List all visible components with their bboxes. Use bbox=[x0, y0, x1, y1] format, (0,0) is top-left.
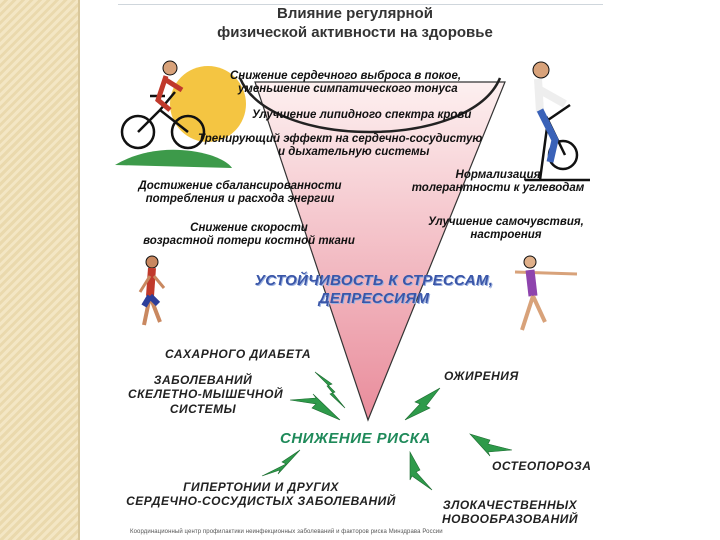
effect-line: настроения bbox=[470, 229, 542, 242]
arrow-neoplasms bbox=[409, 450, 433, 491]
top-divider bbox=[118, 4, 603, 5]
funnel-shape bbox=[254, 81, 506, 422]
arrow-musculoskeletal bbox=[289, 393, 341, 421]
stress-line: УСТОЙЧИВОСТЬ К СТРЕССАМ, bbox=[254, 272, 494, 289]
title-line-2: физической активности на здоровье bbox=[217, 23, 493, 41]
effect-line: уменьшение симпатического тонуса bbox=[238, 83, 458, 96]
risk-osteoporosis: ОСТЕОПОРОЗА bbox=[492, 459, 592, 473]
risk-hypertension: ГИПЕРТОНИИ И ДРУГИХ СЕРДЕЧНО-СОСУДИСТЫХ … bbox=[120, 480, 402, 509]
effect-training: Тренирующий эффект на сердечно-сосудисту… bbox=[198, 133, 482, 159]
decorative-side-strip bbox=[0, 0, 78, 540]
risk-line: ЗЛОКАЧЕСТВЕННЫХ bbox=[442, 498, 578, 512]
risk-line: СЕРДЕЧНО-СОСУДИСТЫХ ЗАБОЛЕВАНИЙ bbox=[126, 494, 396, 509]
arrow-obesity bbox=[404, 387, 441, 421]
effect-line: Снижение сердечного выброса в покое, bbox=[230, 70, 462, 82]
exercise-bike-illustration bbox=[525, 61, 590, 182]
risk-line: НОВООБРАЗОВАНИЙ bbox=[441, 512, 579, 527]
bowl-curve bbox=[238, 77, 502, 134]
risk-diabetes: САХАРНОГО ДИАБЕТА bbox=[165, 347, 312, 361]
effect-line: потребления и расхода энергии bbox=[145, 193, 335, 206]
risk-musculoskeletal: ЗАБОЛЕВАНИЙ СКЕЛЕТНО-МЫШЕЧНОЙ СИСТЕМЫ bbox=[128, 373, 284, 416]
risk-line: СКЕЛЕТНО-МЫШЕЧНОЙ bbox=[128, 387, 284, 402]
risk-obesity: ОЖИРЕНИЯ bbox=[444, 369, 519, 383]
effect-line: Достижение сбалансированности bbox=[138, 180, 342, 192]
side-strip-edge bbox=[78, 0, 80, 540]
source-footer: Координационный центр профилактики неинф… bbox=[130, 529, 443, 535]
effect-line: и дыхательную системы bbox=[278, 146, 430, 159]
effect-line: Снижение скорости bbox=[190, 222, 308, 234]
risk-line: СИСТЕМЫ bbox=[169, 401, 237, 416]
effect-wellbeing: Улучшение самочувствия, настроения bbox=[408, 216, 604, 242]
risk-line: ЗАБОЛЕВАНИЙ bbox=[153, 373, 253, 387]
effect-line: Нормализация bbox=[455, 169, 541, 181]
runner-illustration bbox=[138, 255, 166, 326]
effect-line: толерантности к углеводам bbox=[411, 182, 585, 195]
effect-cardiac-output: Снижение сердечного выброса в покое, уме… bbox=[230, 70, 461, 96]
arrow-diabetes bbox=[314, 371, 346, 409]
risk-line: ГИПЕРТОНИИ И ДРУГИХ bbox=[183, 480, 339, 494]
effect-energy-balance: Достижение сбалансированности потреблени… bbox=[112, 180, 368, 206]
diagram-title: Влияние регулярной физической активности… bbox=[160, 5, 550, 43]
risk-reduction-title: СНИЖЕНИЕ РИСКА bbox=[280, 430, 431, 447]
title-line-1: Влияние регулярной bbox=[277, 5, 433, 22]
cyclist-illustration bbox=[115, 60, 246, 168]
effect-line: Тренирующий эффект на сердечно-сосудисту… bbox=[198, 133, 483, 145]
risk-neoplasms: ЗЛОКАЧЕСТВЕННЫХ НОВООБРАЗОВАНИЙ bbox=[432, 498, 588, 527]
risk-arrows bbox=[261, 371, 513, 491]
effect-line: Улучшение самочувствия, bbox=[428, 216, 584, 228]
effect-bone-loss: Снижение скорости возрастной потери кост… bbox=[116, 222, 382, 248]
stress-resistance: УСТОЙЧИВОСТЬ К СТРЕССАМ, ДЕПРЕССИЯМ bbox=[236, 272, 512, 308]
arrow-hypertension bbox=[261, 449, 301, 477]
effect-line: возрастной потери костной ткани bbox=[143, 235, 355, 248]
effect-carbohydrate: Нормализация толерантности к углеводам bbox=[392, 169, 604, 195]
arrow-osteoporosis bbox=[469, 433, 513, 457]
stress-line: ДЕПРЕССИЯМ bbox=[318, 290, 430, 307]
effect-lipid: Улучшение липидного спектра крови bbox=[252, 109, 472, 121]
dancer-illustration bbox=[514, 255, 578, 331]
